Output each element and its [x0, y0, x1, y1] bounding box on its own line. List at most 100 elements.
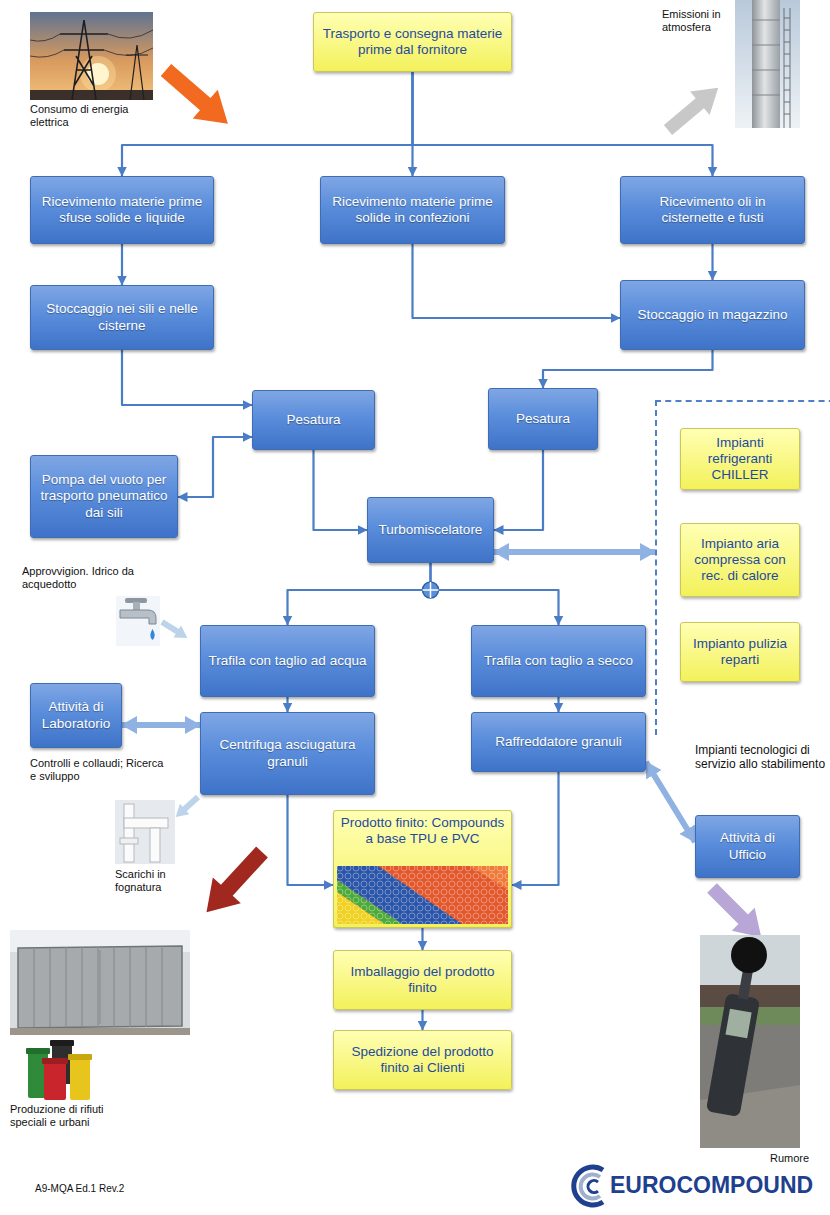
power-pylon-photo	[30, 90, 153, 100]
sound-level-meter-photo	[706, 993, 760, 1117]
highlight-box: Impianto pulizia reparti	[680, 622, 800, 682]
service-group-panel: Impianti tecnologici di servizio allo st…	[655, 400, 830, 735]
impact-label: Approvvigion. Idrico da acquedotto	[22, 565, 134, 591]
waste-output-arrow	[193, 839, 276, 925]
box-text: Impianto pulizia reparti	[687, 636, 793, 668]
box-text: Pesatura	[286, 412, 340, 428]
granules-photo	[333, 810, 512, 928]
box-text: Turbomiscelatore	[379, 522, 483, 538]
sound-level-meter-photo	[700, 935, 800, 1148]
impact-label: Rumore	[770, 1152, 825, 1165]
drain-pipes-icon	[150, 828, 160, 862]
power-pylon-photo	[80, 56, 116, 92]
company-logo-mark	[574, 1167, 603, 1205]
box-text: Trafila con taglio ad acqua	[209, 653, 367, 669]
company-logo-mark	[581, 1175, 600, 1199]
emission-output-arrow	[658, 76, 728, 141]
chimney-photo	[752, 0, 780, 128]
waste-skip-photo	[10, 930, 190, 1035]
highlight-box: Impianto aria compressa con rec. di calo…	[680, 523, 800, 597]
box-text: Pompa del vuoto per trasporto pneumatico…	[37, 472, 171, 521]
company-logo-mark	[588, 1181, 598, 1193]
box-text: Prodotto finito: Compounds a base TPU e …	[340, 815, 505, 847]
power-pylon-photo	[60, 20, 108, 100]
box-text: Trasporto e consegna materie prime dal f…	[320, 26, 505, 58]
product-box: Prodotto finito: Compounds a base TPU e …	[333, 810, 512, 928]
energy-input-arrow	[154, 56, 241, 138]
document-code: A9-MQA Ed.1 Rev.2	[35, 1183, 185, 1195]
wastewater-output-arrow	[171, 792, 203, 822]
process-box: Attività di Ufficio	[695, 815, 800, 878]
junction-symbol	[423, 582, 439, 598]
box-text: Spedizione del prodotto finito ai Client…	[340, 1044, 505, 1076]
waste-bins-photo	[50, 1040, 74, 1046]
waste-skip-photo	[34, 946, 162, 1027]
process-box: Ricevimento materie prime sfuse solide e…	[30, 176, 214, 244]
box-text: Ricevimento oli in cisternette e fusti	[627, 194, 798, 226]
impact-label: Consumo di energia elettrica	[30, 103, 160, 129]
drain-pipes-icon	[115, 800, 175, 864]
flow-arrow	[421, 928, 423, 950]
box-text: Ricevimento materie prime sfuse solide e…	[37, 194, 207, 226]
waste-bins-photo	[42, 1058, 68, 1064]
process-box: Stoccaggio nei sili e nelle cisterne	[30, 285, 214, 350]
box-text: Stoccaggio nei sili e nelle cisterne	[37, 301, 207, 333]
box-text: Raffreddatore granuli	[495, 734, 622, 750]
water-input-arrow	[158, 616, 191, 644]
chimney-photo	[784, 8, 790, 128]
process-box: Pesatura	[252, 390, 375, 450]
highlight-box: Trasporto e consegna materie prime dal f…	[313, 12, 512, 72]
impact-label: Produzione di rifiuti speciali e urbani	[10, 1103, 130, 1129]
flow-arrow	[413, 72, 713, 176]
process-box: Raffreddatore granuli	[471, 712, 646, 772]
sound-level-meter-photo	[725, 1009, 751, 1038]
box-text: Stoccaggio in magazzino	[637, 307, 787, 323]
flow-arrow	[543, 350, 713, 388]
flow-arrow	[512, 772, 559, 885]
waste-bins-photo	[26, 1048, 50, 1054]
process-box: Trafila con taglio a secco	[471, 625, 646, 697]
box-text: Pesatura	[516, 411, 570, 427]
service-link-arrow	[646, 762, 695, 842]
highlight-box: Spedizione del prodotto finito ai Client…	[333, 1030, 512, 1090]
waste-bins-photo	[26, 1040, 92, 1100]
drain-pipes-icon	[124, 804, 134, 862]
flow-arrow	[121, 244, 123, 285]
chimney-photo	[735, 0, 800, 128]
service-link-arrow	[122, 722, 200, 728]
highlight-box: Impianti refrigeranti CHILLER	[680, 428, 800, 490]
service-link-arrow	[494, 549, 655, 555]
waste-skip-photo	[18, 946, 182, 1028]
process-box: Pesatura	[488, 388, 598, 450]
process-box: Attività di Laboratorio	[30, 683, 122, 748]
group-heading: Impianti tecnologici di servizio allo st…	[695, 743, 830, 772]
water-tap-icon	[150, 629, 155, 640]
waste-bins-photo	[44, 1062, 66, 1100]
box-text: Impianto aria compressa con rec. di calo…	[687, 536, 793, 585]
granules-photo	[337, 866, 508, 924]
highlight-box: Imballaggio del prodotto finito	[333, 950, 512, 1010]
waste-skip-photo	[10, 1028, 190, 1035]
junction-symbol	[423, 582, 439, 598]
flow-arrow	[122, 72, 413, 176]
waste-bins-photo	[70, 1058, 90, 1100]
process-box: Turbomiscelatore	[367, 497, 494, 563]
sound-level-meter-photo	[731, 937, 767, 973]
sound-level-meter-photo	[738, 968, 753, 999]
company-logo-mark	[574, 1167, 603, 1205]
chimney-photo	[752, 20, 780, 95]
process-box: Pompa del vuoto per trasporto pneumatico…	[30, 455, 178, 538]
power-pylon-photo	[126, 45, 148, 100]
chimney-photo	[735, 0, 800, 128]
box-text: Attività di Laboratorio	[37, 699, 115, 731]
waste-skip-photo	[10, 930, 190, 1035]
junction-symbol	[423, 582, 439, 598]
impact-label: Emissioni in atmosfera	[662, 8, 734, 34]
waste-bins-photo	[68, 1054, 92, 1060]
flow-arrow	[178, 437, 252, 497]
flow-arrow	[557, 697, 559, 712]
flow-arrow	[286, 697, 288, 712]
water-tap-icon	[116, 596, 160, 646]
box-text: Ricevimento materie prime solide in conf…	[327, 194, 498, 226]
